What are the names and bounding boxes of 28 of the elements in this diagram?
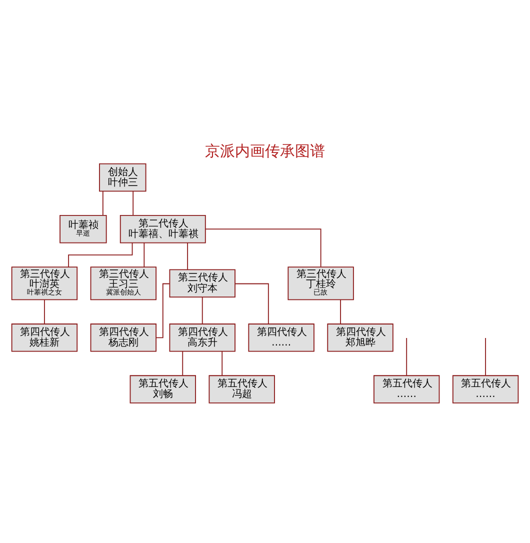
node-box: 第四代传人 杨志刚 [90, 323, 157, 352]
node-box: 第五代传人 冯超 [208, 374, 275, 403]
connector [132, 190, 134, 216]
connector [202, 296, 203, 324]
connector [102, 190, 104, 216]
connector [204, 228, 322, 267]
node-box: 第五代传人 …… [374, 374, 440, 403]
node-box: 创始人 叶仲三 [99, 162, 146, 192]
connector [187, 242, 188, 270]
node-box: 第三代传人 刘守本 [169, 268, 236, 297]
connector [234, 282, 269, 324]
node-box: 第四代传人 高东升 [169, 323, 236, 352]
node-box: 第四代传人 姚桂新 [11, 323, 78, 352]
node-box: 第四代传人 郑旭晔 [327, 323, 394, 352]
node-box: 第二代传人 叶菶禧、叶菶祺 [120, 214, 206, 243]
connector [44, 299, 45, 324]
diagram-title: 京派内画传承图谱 [205, 142, 325, 160]
connector [68, 242, 133, 267]
connector [340, 299, 341, 324]
connector [144, 242, 145, 267]
node-box: 第四代传人 …… [248, 323, 314, 352]
connector [222, 350, 223, 376]
connector [485, 337, 486, 376]
connector [406, 337, 408, 376]
node-box: 第五代传人 刘畅 [130, 374, 196, 403]
node-box: 第五代传人 …… [452, 374, 519, 403]
connector [156, 282, 170, 338]
connector [182, 350, 184, 376]
